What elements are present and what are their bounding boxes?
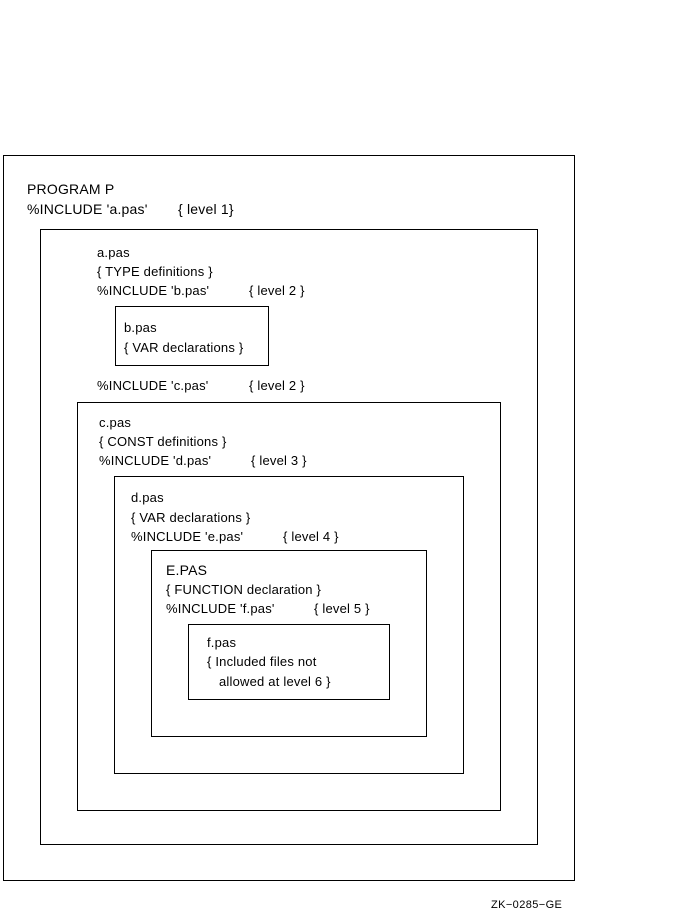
f-pas-comment-line1: { Included files not xyxy=(207,654,317,669)
f-pas-box xyxy=(188,624,390,700)
figure-id: ZK−0285−GE xyxy=(491,899,563,911)
a-pas-include-b: %INCLUDE 'b.pas' xyxy=(97,283,210,298)
a-pas-include-c: %INCLUDE 'c.pas' xyxy=(97,378,209,393)
e-pas-include-level: { level 5 } xyxy=(314,601,370,616)
d-pas-include-e: %INCLUDE 'e.pas' xyxy=(131,529,244,544)
a-pas-include-b-level: { level 2 } xyxy=(249,283,305,298)
e-pas-include-f: %INCLUDE 'f.pas' xyxy=(166,601,275,616)
program-include-a: %INCLUDE 'a.pas' xyxy=(27,201,148,217)
c-pas-comment: { CONST definitions } xyxy=(99,434,227,449)
b-pas-comment: { VAR declarations } xyxy=(124,340,244,355)
c-pas-box xyxy=(77,402,501,811)
b-pas-box xyxy=(115,306,269,366)
d-pas-name: d.pas xyxy=(131,490,164,505)
e-pas-box xyxy=(151,550,427,737)
program-include-level: { level 1} xyxy=(178,201,234,217)
d-pas-box xyxy=(114,476,464,774)
c-pas-include-d: %INCLUDE 'd.pas' xyxy=(99,453,212,468)
e-pas-comment: { FUNCTION declaration } xyxy=(166,582,322,597)
a-pas-comment: { TYPE definitions } xyxy=(97,264,213,279)
a-pas-box xyxy=(40,229,538,845)
d-pas-include-level: { level 4 } xyxy=(283,529,339,544)
program-p-box xyxy=(3,155,575,881)
e-pas-name: E.PAS xyxy=(166,562,208,578)
d-pas-comment: { VAR declarations } xyxy=(131,510,251,525)
program-title: PROGRAM P xyxy=(27,181,115,197)
f-pas-comment-line2: allowed at level 6 } xyxy=(219,674,331,689)
c-pas-name: c.pas xyxy=(99,415,132,430)
b-pas-name: b.pas xyxy=(124,320,157,335)
a-pas-include-c-level: { level 2 } xyxy=(249,378,305,393)
c-pas-include-level: { level 3 } xyxy=(251,453,307,468)
f-pas-name: f.pas xyxy=(207,635,237,650)
a-pas-name: a.pas xyxy=(97,245,130,260)
